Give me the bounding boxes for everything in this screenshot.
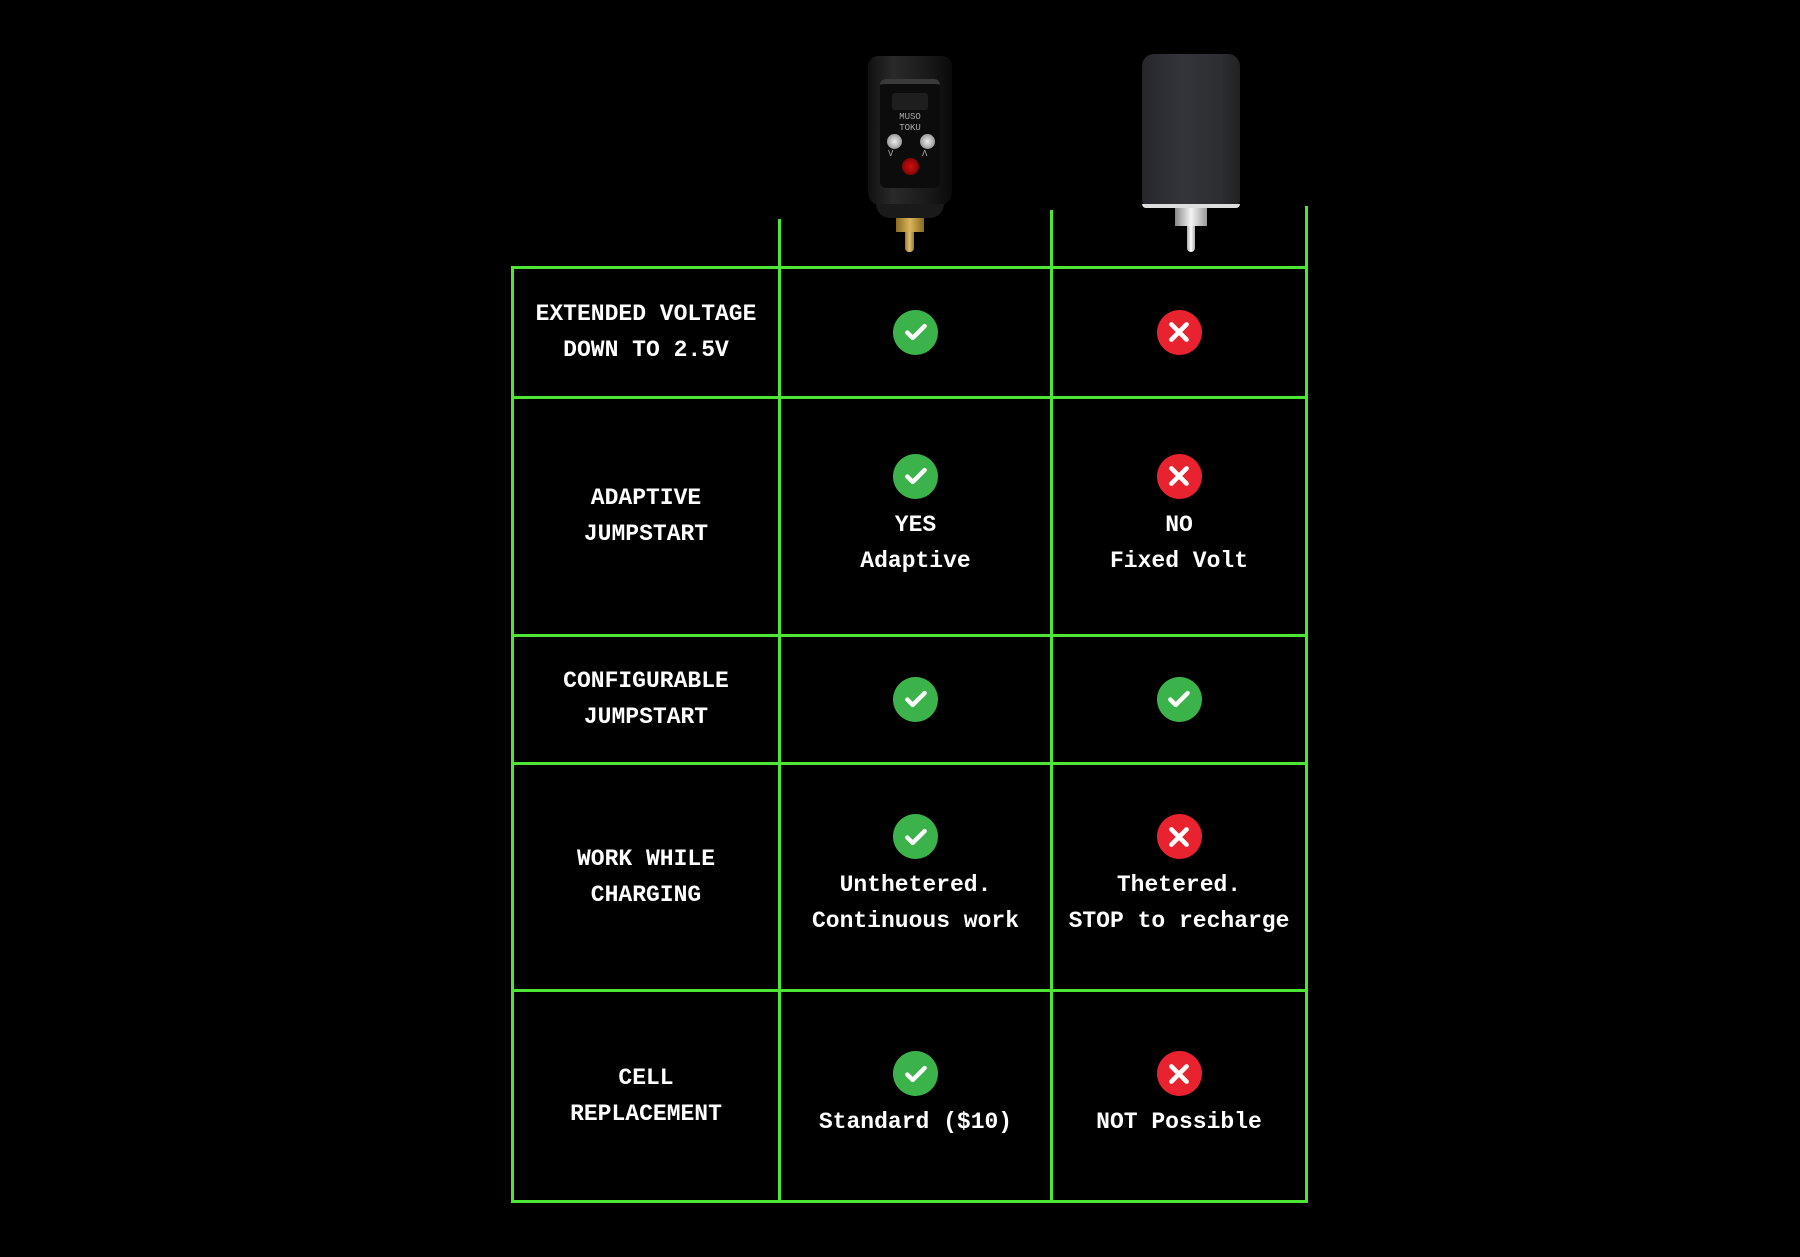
- muso-toku-cell: Unthetered. Continuous work: [781, 764, 1050, 989]
- check-circle-icon: [893, 676, 938, 722]
- competitor-cell: Thetered. STOP to recharge: [1053, 764, 1305, 989]
- cross-circle-icon: [1156, 309, 1202, 355]
- rca-connector: [896, 218, 924, 232]
- muso-toku-cell: YES Adaptive: [781, 398, 1050, 634]
- cell-text: Standard ($10): [818, 1109, 1013, 1135]
- feature-label: CONFIGURABLE: [563, 668, 729, 694]
- feature-cell: EXTENDED VOLTAGE DOWN TO 2.5V: [514, 268, 778, 396]
- competitor-cell: NOT Possible: [1053, 991, 1305, 1200]
- check-circle-icon: [893, 309, 938, 355]
- check-circle-icon: [893, 1051, 938, 1096]
- grid-line: [1305, 206, 1308, 1203]
- power-button: [902, 158, 919, 175]
- cell-text: Thetered.: [1116, 872, 1242, 898]
- cell-text: Adaptive: [860, 547, 971, 574]
- competitor-cell: [1053, 268, 1305, 396]
- product-brand-label: MUSO TOKU: [899, 112, 921, 133]
- up-label: Λ: [922, 149, 928, 159]
- cell-text: YES: [894, 511, 937, 538]
- product-image-competitor: [1142, 54, 1240, 252]
- cross-circle-icon: [1156, 814, 1202, 859]
- grid-line: [511, 762, 1308, 765]
- grid-line: [1050, 210, 1053, 1203]
- grid-line: [511, 1200, 1308, 1203]
- feature-label: EXTENDED VOLTAGE: [535, 301, 757, 327]
- grid-line: [511, 989, 1308, 992]
- grid-line: [778, 219, 781, 1203]
- feature-label: JUMPSTART: [583, 704, 709, 730]
- cross-circle-icon: [1156, 453, 1202, 499]
- cell-text: Unthetered.: [839, 872, 992, 898]
- rca-connector: [1175, 208, 1207, 226]
- muso-toku-cell: [781, 636, 1050, 762]
- feature-cell: WORK WHILE CHARGING: [514, 764, 778, 989]
- feature-cell: ADAPTIVE JUMPSTART: [514, 398, 778, 634]
- feature-label: DOWN TO 2.5V: [563, 337, 729, 363]
- grid-line: [511, 396, 1308, 399]
- feature-cell: CONFIGURABLE JUMPSTART: [514, 636, 778, 762]
- check-circle-icon: [893, 453, 938, 499]
- competitor-cell: NO Fixed Volt: [1053, 398, 1305, 634]
- feature-label: JUMPSTART: [583, 521, 709, 547]
- down-label: V: [888, 149, 894, 159]
- cell-text: NOT Possible: [1096, 1109, 1262, 1135]
- competitor-cell: [1053, 636, 1305, 762]
- cell-text: Continuous work: [811, 908, 1020, 934]
- grid-line: [511, 266, 514, 1203]
- feature-label: CELL: [618, 1064, 674, 1091]
- cross-circle-icon: [1156, 1051, 1202, 1096]
- grid-line: [511, 634, 1308, 637]
- feature-label: WORK WHILE: [576, 845, 716, 872]
- feature-label: REPLACEMENT: [570, 1100, 722, 1127]
- feature-label: ADAPTIVE: [590, 485, 702, 511]
- feature-cell: CELL REPLACEMENT: [514, 991, 778, 1200]
- check-circle-icon: [1156, 676, 1202, 722]
- muso-toku-cell: [781, 268, 1050, 396]
- grid-line: [511, 266, 1308, 269]
- check-circle-icon: [893, 814, 938, 859]
- up-button: [920, 134, 935, 149]
- feature-label: CHARGING: [590, 881, 702, 908]
- cell-text: NO: [1165, 511, 1193, 538]
- cell-text: STOP to recharge: [1068, 908, 1290, 934]
- down-button: [887, 134, 902, 149]
- product-image-muso-toku: MUSO TOKU V Λ: [868, 56, 952, 252]
- muso-toku-cell: Standard ($10): [781, 991, 1050, 1200]
- cell-text: Fixed Volt: [1109, 547, 1249, 574]
